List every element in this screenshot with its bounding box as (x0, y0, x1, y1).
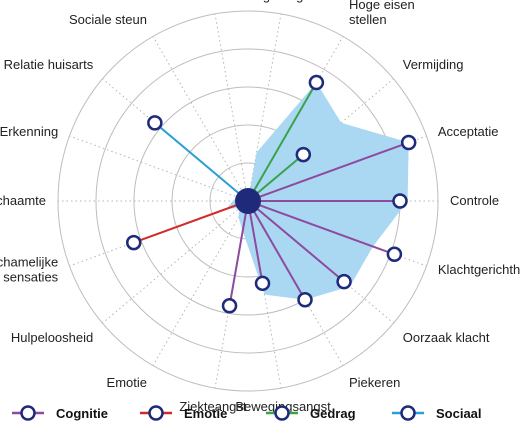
point-relatie-huisarts (147, 115, 163, 131)
axis-label-lichamelijke-sensaties: Lichamelijkesensaties (0, 255, 59, 285)
point-ziekteangst (221, 298, 238, 314)
spoke-klachtgerichtheid (247, 200, 395, 256)
axis-label-relatie-huisarts: Relatie huisarts (4, 57, 94, 72)
axis-label-ziekteangst: Ziekteangst (179, 399, 247, 414)
spoke-lichamelijke-sensaties (133, 200, 249, 244)
spoke-piekeren (247, 200, 306, 301)
legend-label-sociaal: Sociaal (436, 406, 482, 421)
axis-label-schaamte: Schaamte (0, 193, 46, 208)
axis-label-stress: Stress (195, 0, 232, 3)
axis-spoke-emotie (152, 200, 249, 366)
spoke-relatie-huisarts (154, 122, 249, 202)
axis-label-controle: Controle (450, 193, 499, 208)
axis-spoke-erkenning (69, 135, 249, 202)
axis-spoke-stress (214, 13, 249, 202)
axis-spoke-hulpeloosheid (102, 200, 249, 324)
point-oorzaak-klacht (336, 273, 352, 290)
spoke-oorzaak-klacht (247, 200, 345, 283)
axis-label-klachtgerichtheid: Klachtgerichtheid (438, 262, 520, 277)
axis-label-alles-of-niets-gedrag: Alles-of-nietsgedrag (246, 0, 322, 3)
axis-label-vermijding: Vermijding (403, 57, 464, 72)
point-bewegingsangst (254, 275, 271, 292)
spokes-layer (133, 82, 410, 306)
legend-label-gedrag: Gedrag (310, 406, 356, 421)
legend-marker-sociaal (400, 405, 416, 421)
axis-label-oorzaak-klacht: Oorzaak klacht (403, 330, 490, 345)
legend-item-cognitie: Cognitie (12, 405, 108, 421)
spoke-acceptatie (247, 141, 410, 202)
legend-marker-emotie (148, 405, 164, 421)
legend-item-gedrag: Gedrag (266, 405, 356, 421)
center-hub (235, 188, 261, 214)
point-klachtgerichtheid (386, 246, 403, 263)
point-hoge-eisen-stellen (308, 74, 325, 91)
point-vermijding (295, 146, 312, 163)
legend: Cognitie Emotie Gedrag Sociaal (12, 405, 482, 421)
legend-marker-gedrag (274, 405, 290, 421)
point-controle (392, 193, 408, 209)
axis-label-piekeren: Piekeren (349, 375, 400, 390)
spoke-hoge-eisen-stellen (247, 82, 318, 202)
legend-label-cognitie: Cognitie (56, 406, 108, 421)
axis-label-acceptatie: Acceptatie (438, 124, 499, 139)
markers-layer (125, 74, 417, 314)
point-piekeren (297, 291, 313, 308)
spoke-bewegingsangst (247, 200, 264, 284)
hub-layer (235, 188, 261, 214)
legend-label-emotie: Emotie (184, 406, 227, 421)
axis-label-emotie: Emotie (107, 375, 147, 390)
legend-item-sociaal: Sociaal (392, 405, 482, 421)
legend-item-emotie: Emotie (140, 405, 227, 421)
axis-label-erkenning: Erkenning (0, 124, 58, 139)
axis-labels: Stress Alles-of-nietsgedrag Hoge eisenstel… (0, 0, 520, 414)
fill-layer (226, 82, 409, 300)
legend-marker-cognitie (20, 405, 36, 421)
axis-spoke-sociale-steun (152, 36, 249, 202)
axis-spoke-alles-of-niets-gedrag (247, 13, 282, 202)
axis-label-hulpeloosheid: Hulpeloosheid (11, 330, 93, 345)
point-acceptatie (400, 134, 417, 151)
spoke-ziekteangst (228, 200, 249, 306)
point-lichamelijke-sensaties (125, 234, 142, 251)
axis-label-sociale-steun: Sociale steun (69, 12, 147, 27)
profile-area (226, 82, 409, 300)
